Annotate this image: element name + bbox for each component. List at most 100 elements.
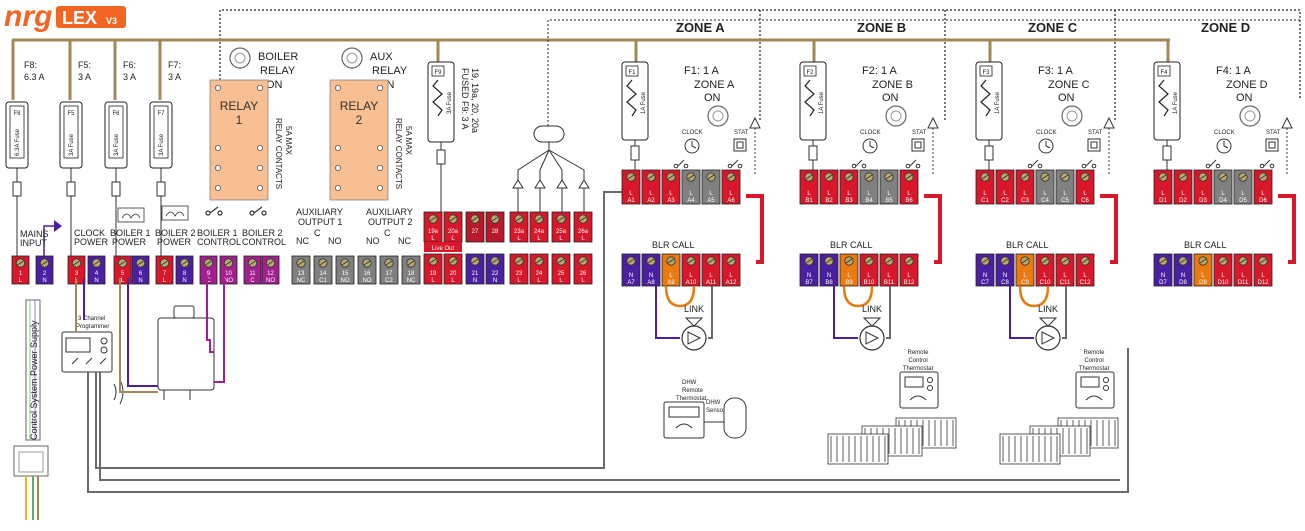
relay-2-pin-0: [334, 85, 341, 92]
zone-b-fuse-code: F2: [806, 70, 814, 76]
f9-branch-0: [517, 142, 550, 188]
relay-2-pin-4: [334, 164, 341, 171]
relay-1-contacts-2: 5A MAX: [284, 126, 293, 156]
zone-a-led-inner: [712, 110, 724, 122]
zone-c-remote-label-0: Remote: [1083, 350, 1105, 356]
relay-1-pin-6: [214, 184, 221, 191]
f9-bottom-terminal-19-sub: L: [431, 278, 435, 284]
logo-brand: nrg: [4, 0, 52, 33]
f9-branch-3: [548, 142, 585, 188]
aux-terminal-15-num: 15: [342, 271, 349, 277]
f9-top-terminal-19a-slot: [429, 216, 437, 222]
zone-c-top-terminal-c2-sub: C2: [1001, 198, 1009, 204]
mains-fuse-f5-body-label: 3A Fuse: [69, 133, 75, 156]
aux-terminal-15-sub: NO: [341, 278, 350, 284]
zone-d-switch-0-blade: [1209, 159, 1217, 167]
zone-d-top-terminal-d4: LD4: [1213, 169, 1233, 205]
zone-c-remote-btn-1: [1103, 377, 1109, 383]
zone-b-stat-inner: [914, 141, 922, 149]
zone-b-top-terminal-b2-body: [819, 169, 839, 205]
f9-bottom-terminal-23: 23L: [509, 253, 529, 285]
boiler-stat-icon-0: [117, 207, 145, 223]
boiler-stat-icon-1: [161, 205, 189, 221]
zone-b-top-terminal-b3-sub: B3: [845, 198, 853, 204]
aux-terminal-17-sub: C2: [385, 278, 393, 284]
f9-top-terminal-28-num: 28: [492, 229, 499, 235]
zone-b-arrow-icon: [927, 116, 939, 129]
zone-a-fuse-element: [626, 79, 637, 117]
zone-b-top-terminal-b1-body: [799, 169, 819, 205]
mains-flag-icon: [54, 220, 62, 232]
zone-a-top-terminal-a3-sub: A3: [667, 198, 675, 204]
zone-d-bottom-terminal-d10-sub: D10: [1217, 280, 1229, 286]
zone-d-bottom-terminal-d9: LD9: [1193, 253, 1213, 287]
zone-c-top-terminal-c4-num: L: [1043, 191, 1047, 197]
zone-d-arrow-icon: [1281, 116, 1293, 129]
mains-fuse-label-2: F6:: [123, 60, 136, 70]
zone-b-switch-0-b: [861, 163, 867, 169]
zone-a-switch-1-b: [737, 163, 743, 169]
mains-fuse-rating-0: 6.3 A: [24, 72, 45, 82]
zone-d-bottom-terminal-d7-num: N: [1161, 273, 1165, 279]
f9-top-terminal-23a-slot: [515, 216, 523, 222]
f9-top-terminal-27: 27: [465, 211, 485, 243]
mains-terminal-4: 4N: [87, 255, 106, 285]
zone-c-bottom-terminal-c10-slot: [1041, 258, 1049, 264]
zone-c-bottom-terminal-c11-sub: C11: [1060, 280, 1071, 286]
mains-fuse-f6-body-label: 3A Fuse: [114, 133, 120, 156]
zone-d-stat-icon: [1265, 138, 1279, 152]
mains-terminal-6: 6N: [131, 255, 150, 285]
relay-1-title: RELAY: [220, 99, 258, 113]
f9-bottom-terminal-20-sub: L: [451, 278, 455, 284]
zone-c-top-terminal-c5: LC5: [1055, 169, 1075, 205]
zone-d-stat-label: STAT: [1266, 130, 1281, 136]
zone-b-clock-label: CLOCK: [860, 130, 881, 136]
zone-c-pump-arrow: [1041, 331, 1056, 345]
dhw-sensor-label-0: DHW: [706, 400, 721, 406]
zone-c-state: ON: [1058, 92, 1075, 104]
zone-d-bottom-terminal-d10-slot: [1219, 258, 1227, 264]
zone-d-bottom-terminal-d9-num: L: [1201, 273, 1205, 279]
zone-a-bottom-terminal-a8-body: [641, 253, 661, 287]
aux-1-contact-1: C: [314, 228, 321, 238]
zone-d-top-terminal-d5: LD5: [1233, 169, 1253, 205]
zone-a-top-terminal-a6-sub: A6: [727, 198, 735, 204]
zone-c-pump-neutral: [1009, 286, 1034, 339]
zone-c-top-terminal-c2-num: L: [1003, 191, 1007, 197]
mains-fuse-label-1: F5:: [78, 60, 91, 70]
zone-c-stat-icon: [1087, 138, 1101, 152]
mains-fuse-plug-0: [12, 181, 22, 197]
zone-d-bottom-terminal-d9-slot: [1199, 258, 1207, 264]
zone-c-clock-hands: [1045, 141, 1051, 149]
zone-titles: ZONE A ZONE B ZONE C ZONE D: [676, 20, 1250, 35]
zone-a-top-terminal-a1: LA1: [621, 169, 641, 205]
aux-2-label-1: AUXILIARY: [366, 207, 413, 217]
f9-bottom-terminal-20-num: 20: [450, 271, 457, 277]
zone-c-top-terminal-c4: LC4: [1035, 169, 1055, 205]
zone-d-top-terminal-d5-body: [1233, 169, 1253, 205]
zone-a-top-terminal-a3-slot: [667, 174, 675, 180]
zone-a-bottom-terminal-a9: LA9: [661, 253, 681, 287]
zone-c-switch-0-b: [1037, 163, 1043, 169]
aux-1-label-1: AUXILIARY: [296, 207, 343, 217]
f9-top-terminal-20a-num: 20a: [448, 229, 459, 235]
dotted-frame: [219, 9, 1301, 120]
zone-c-bottom-terminal-c12-slot: [1081, 258, 1089, 264]
zone-b-remote-label-2: Thermostat: [903, 366, 934, 372]
f9-top-terminal-26a-slot: [579, 216, 587, 222]
relay-2-pin-6: [334, 184, 341, 191]
f9-top-terminal-27-slot: [471, 216, 479, 222]
zone-b-top-terminal-b4-num: L: [867, 191, 871, 197]
zone-d-led-icon: [1239, 105, 1261, 127]
zone-c-switch-1-a: [1081, 163, 1087, 169]
relay-switch-symbols: [205, 206, 267, 216]
zone-c-top-terminal-c6-num: L: [1083, 191, 1087, 197]
zone-b-top-terminal-b1-sub: B1: [805, 198, 813, 204]
